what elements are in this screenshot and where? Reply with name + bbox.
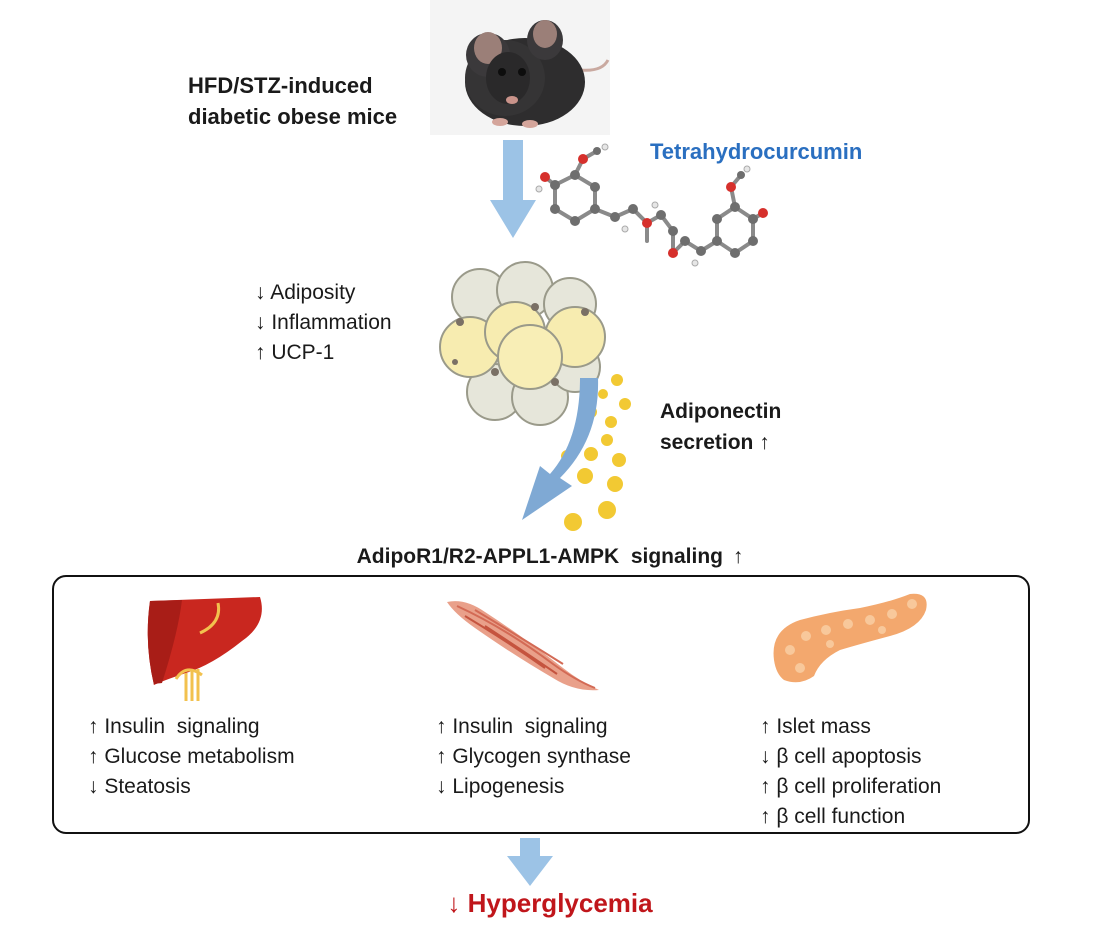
mouse-model-label-line2: diabetic obese mice [188, 104, 398, 129]
curved-arrow [522, 378, 599, 520]
adiponectin-label-line1: Adiponectin [660, 400, 782, 423]
molecule-icon [535, 143, 768, 267]
drug-name: Tetrahydrocurcumin [650, 139, 863, 164]
pancreas-effect: ↑ β cell proliferation [760, 772, 941, 802]
effect-arrow: ↑ [760, 805, 771, 828]
outcome-hyperglycemia: ↓ Hyperglycemia [447, 888, 653, 918]
muscle-effect: ↓ Lipogenesis [436, 772, 631, 802]
effect-arrow: ↑ [760, 715, 771, 738]
mouse-icon [430, 0, 610, 135]
effect-text: β cell apoptosis [776, 745, 922, 768]
mouse-model-label: HFD/STZ-induced diabetic obese mice [188, 70, 397, 132]
effect-arrow: ↑ [760, 775, 771, 798]
pancreas-effect: ↑ Islet mass [760, 712, 941, 742]
effect-arrow: ↑ [436, 715, 447, 738]
effect-arrow: ↓ [436, 775, 447, 798]
effect-text: β cell function [776, 805, 906, 828]
pancreas-icon [773, 593, 927, 683]
muscle-icon [447, 601, 599, 691]
pancreas-effects: ↑ Islet mass ↓ β cell apoptosis ↑ β cell… [760, 712, 941, 832]
effect-arrow: ↓ [88, 775, 99, 798]
adipose-effect: ↓ Inflammation [255, 308, 392, 338]
effect-arrow: ↑ [255, 341, 266, 364]
organ-effects-box [52, 575, 1030, 834]
signaling-title: AdipoR1/R2-APPL1-AMPK signaling ↑ [0, 545, 1100, 569]
muscle-effects: ↑ Insulin signaling ↑ Glycogen synthase … [436, 712, 631, 802]
effect-arrow: ↓ [760, 745, 771, 768]
effect-text: Islet mass [776, 715, 871, 738]
effect-arrow: ↓ [255, 281, 266, 304]
down-arrow-1 [490, 140, 536, 238]
effect-text: Insulin signaling [452, 715, 608, 738]
down-arrow-2 [507, 838, 553, 886]
adipose-effect: ↓ Adiposity [255, 278, 392, 308]
effect-arrow: ↑ [88, 745, 99, 768]
adiponectin-label: Adiponectin secretion ↑ [660, 396, 781, 458]
liver-effect: ↑ Glucose metabolism [88, 742, 295, 772]
effect-text: Adiposity [270, 281, 356, 304]
adipose-effects: ↓ Adiposity ↓ Inflammation ↑ UCP-1 [255, 278, 392, 368]
liver-effect: ↑ Insulin signaling [88, 712, 295, 742]
effect-text: Glucose metabolism [104, 745, 295, 768]
effect-text: Lipogenesis [452, 775, 565, 798]
effect-text: Insulin signaling [104, 715, 260, 738]
effect-arrow: ↑ [436, 745, 447, 768]
effect-text: Steatosis [104, 775, 191, 798]
liver-effect: ↓ Steatosis [88, 772, 295, 802]
muscle-effect: ↑ Insulin signaling [436, 712, 631, 742]
liver-effects: ↑ Insulin signaling ↑ Glucose metabolism… [88, 712, 295, 802]
signaling-arrow: ↑ [732, 545, 744, 568]
effect-text: Glycogen synthase [452, 745, 631, 768]
adipose-effect: ↑ UCP-1 [255, 338, 392, 368]
liver-icon [147, 597, 262, 701]
effect-text: β cell proliferation [776, 775, 942, 798]
effect-text: UCP-1 [271, 341, 335, 364]
pancreas-effect: ↓ β cell apoptosis [760, 742, 941, 772]
effect-arrow: ↑ [88, 715, 99, 738]
mouse-model-label-line1: HFD/STZ-induced [188, 73, 373, 98]
muscle-effect: ↑ Glycogen synthase [436, 742, 631, 772]
signaling-title-text: AdipoR1/R2-APPL1-AMPK signaling [356, 545, 723, 568]
effect-arrow: ↓ [255, 311, 266, 334]
adiponectin-label-line2: secretion ↑ [660, 431, 770, 454]
effect-text: Inflammation [271, 311, 392, 334]
pancreas-effect: ↑ β cell function [760, 802, 941, 832]
